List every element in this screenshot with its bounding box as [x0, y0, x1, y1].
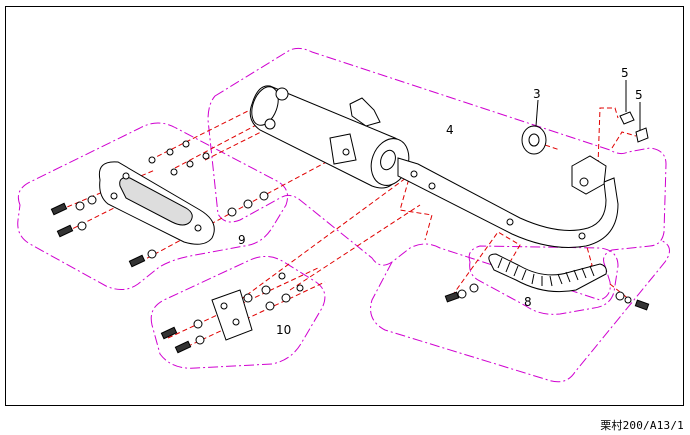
- muffler-mount-tab: [349, 97, 381, 127]
- lower-heat-shield-ribs: [497, 257, 595, 287]
- group-boundary-shield-10: [150, 256, 326, 369]
- washer-9m: [202, 152, 210, 160]
- washer-9b: [87, 195, 97, 205]
- callout-clip-nut-a: 5: [621, 66, 629, 80]
- alignment-line-6: [65, 204, 121, 233]
- washer-9c: [77, 221, 87, 231]
- drawing-reference-label: 栗村200/A13/1: [600, 419, 684, 432]
- mount-hole-top: [275, 87, 289, 101]
- pipe-mount-4: [410, 170, 418, 178]
- heat-shield-slot: [119, 177, 193, 226]
- bolt-10b: [174, 340, 192, 354]
- callout-bracket-washer: 3: [533, 87, 541, 101]
- bolt-9c: [128, 254, 146, 268]
- alignment-line-12: [529, 139, 561, 151]
- washer-9i: [166, 148, 174, 156]
- washer-10d: [261, 285, 271, 295]
- bolt-8a: [444, 291, 460, 303]
- muffler-side-bracket: [329, 133, 357, 165]
- washer-10h: [296, 284, 304, 292]
- diagram-frame: [5, 6, 684, 406]
- lower-heat-shield: [488, 253, 607, 293]
- bolt-10a: [160, 326, 178, 340]
- washer-10g: [278, 272, 286, 280]
- alignment-line-4: [139, 151, 346, 263]
- washer-8b: [469, 283, 479, 293]
- flange-hole: [579, 177, 589, 187]
- callout-muffler-heat-shield: 9: [238, 233, 246, 247]
- washer-10e: [265, 301, 275, 311]
- bolt-9a: [50, 202, 68, 216]
- bracket-plate: [211, 289, 253, 341]
- washer-10f: [281, 293, 291, 303]
- group-boundary-lower: [370, 239, 670, 383]
- alignment-line-10: [289, 204, 421, 291]
- pipe-mount-3: [578, 232, 586, 240]
- muffler-outlet: [380, 149, 396, 171]
- header-pipe: [397, 157, 619, 248]
- alignment-line-9: [239, 173, 433, 301]
- washer-8c: [615, 291, 625, 301]
- mount-hole-mid: [264, 118, 276, 130]
- plate-hole-b: [232, 318, 240, 326]
- alignment-line-11: [451, 231, 521, 297]
- washer-8d: [624, 296, 632, 304]
- callout-lower-heat-shield: 8: [524, 295, 532, 309]
- shield-hole-a: [122, 172, 130, 180]
- washer-10c: [243, 293, 253, 303]
- group-boundary-shield-8: [468, 245, 619, 315]
- exhaust-flange: [571, 155, 607, 195]
- bolt-9b: [56, 224, 74, 238]
- washer-9g: [259, 191, 269, 201]
- shield-hole-c: [194, 224, 202, 232]
- shield-hole-b: [110, 192, 118, 200]
- alignment-line-13: [597, 107, 619, 166]
- washer-9a: [75, 201, 85, 211]
- washer-9d: [147, 249, 157, 259]
- callout-bracket-plate: 10: [276, 323, 291, 337]
- alignment-line-2: [174, 121, 263, 169]
- washer-9l: [186, 160, 194, 168]
- clip-nut-a: [619, 111, 635, 125]
- washer-10b: [195, 335, 205, 345]
- bracket-washer-hole: [528, 133, 540, 147]
- pipe-mount-1: [428, 182, 436, 190]
- group-boundary-shield-9: [17, 122, 289, 290]
- muffler-front-cap: [251, 86, 279, 126]
- bolt-8b: [634, 299, 650, 311]
- alignment-line-14: [611, 131, 637, 149]
- pipe-mount-2: [506, 218, 514, 226]
- clip-nut-b: [635, 127, 649, 143]
- plate-hole-a: [220, 302, 228, 310]
- washer-9j: [182, 140, 190, 148]
- washer-8a: [457, 289, 467, 299]
- washer-9h: [148, 156, 156, 164]
- washer-9k: [170, 168, 178, 176]
- washer-10a: [193, 319, 203, 329]
- washer-9e: [227, 207, 237, 217]
- callout-clip-nut-b: 5: [635, 88, 643, 102]
- callout-exhaust-muffler: 4: [446, 123, 454, 137]
- bracket-hole: [342, 148, 350, 156]
- washer-9f: [243, 199, 253, 209]
- group-boundary-muffler: [207, 47, 667, 301]
